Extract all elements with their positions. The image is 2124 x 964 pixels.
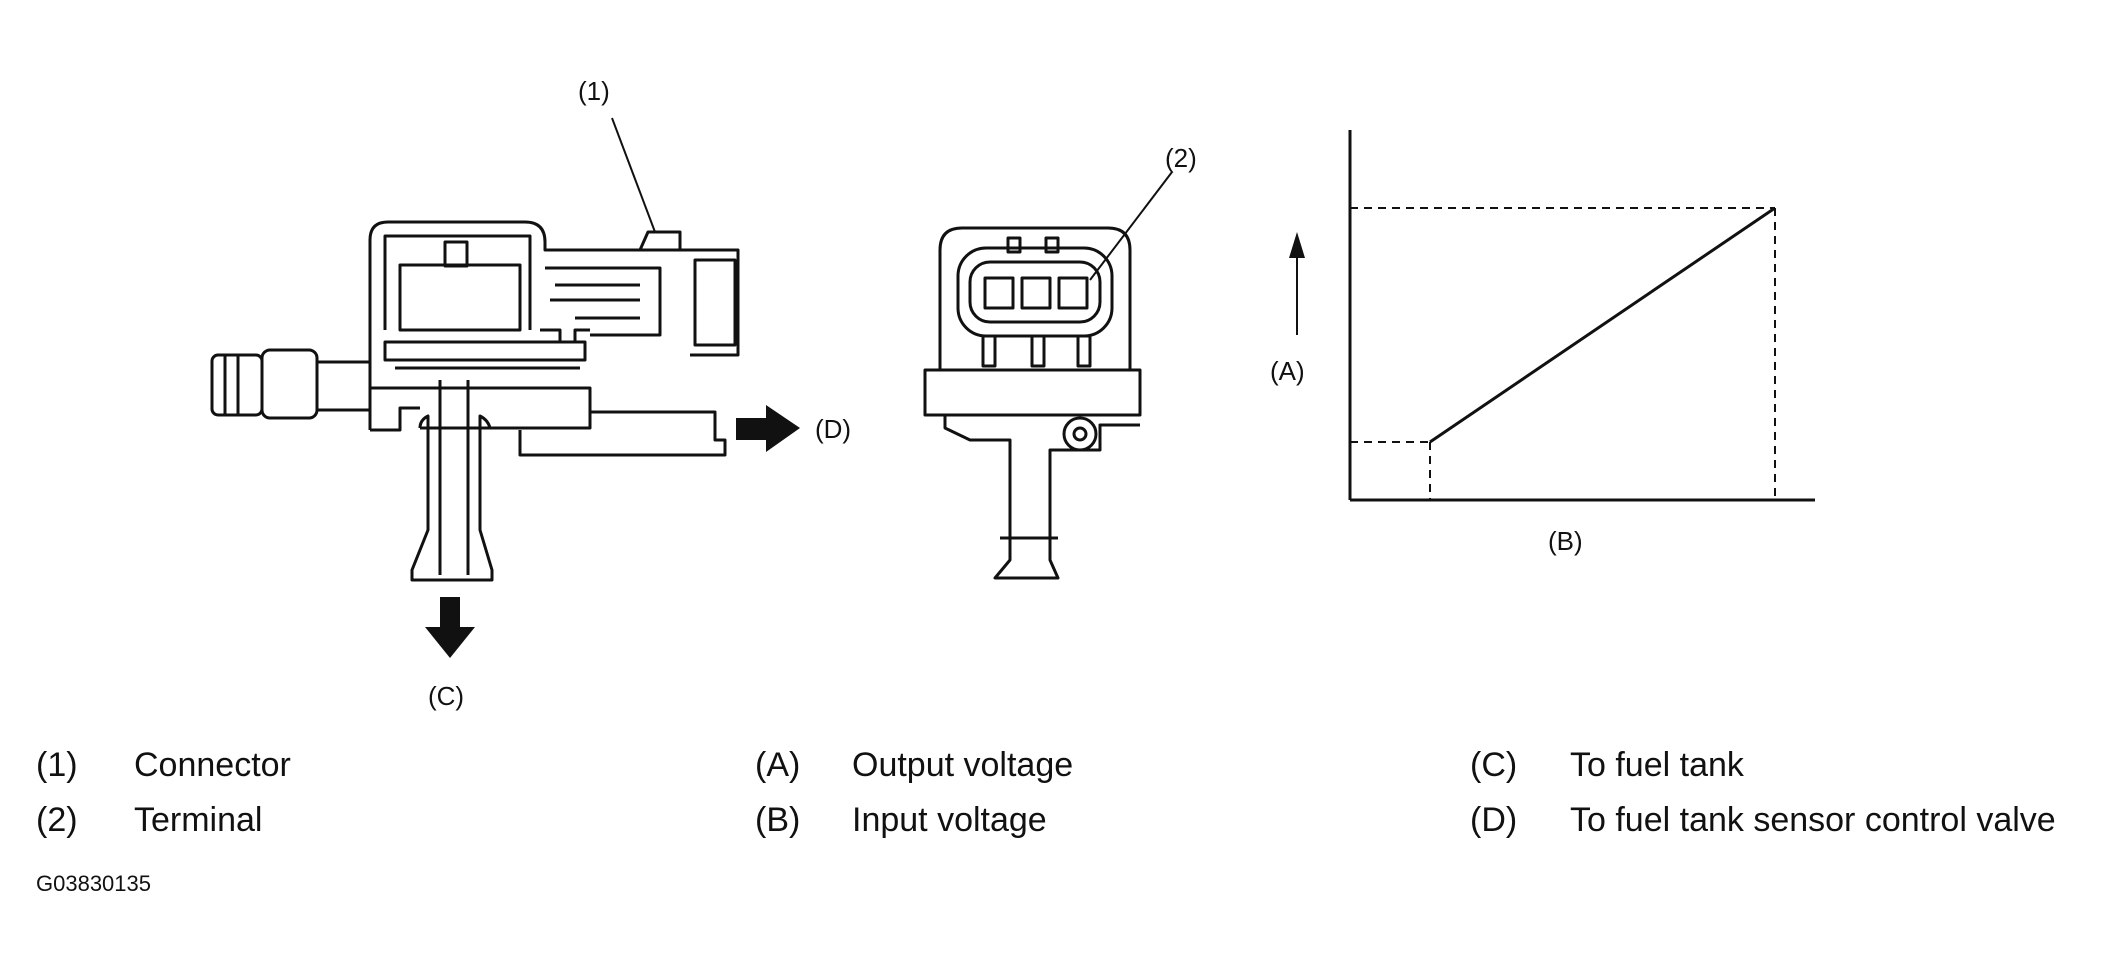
legend: (1) Connector (2) Terminal (A) Output vo… xyxy=(0,745,2124,865)
legend-code: (A) xyxy=(755,746,801,784)
callout-d: (D) xyxy=(815,414,851,444)
legend-code: (2) xyxy=(36,801,78,839)
legend-code: (1) xyxy=(36,746,78,784)
legend-code: (C) xyxy=(1470,746,1518,784)
legend-code: (D) xyxy=(1470,801,1518,839)
legend-text: To fuel tank sensor control valve xyxy=(1570,801,2056,839)
output-characteristic-line xyxy=(1429,206,1776,444)
legend-text: To fuel tank xyxy=(1570,746,1744,784)
axis-label-b: (B) xyxy=(1548,526,1583,556)
legend-text: Connector xyxy=(134,746,291,784)
voltage-graph xyxy=(1289,130,1815,502)
sensor-diagram: (1) (2) (C) (D) (A) (B) xyxy=(210,76,1815,711)
sensor-side-view xyxy=(210,117,800,658)
sensor-front-view xyxy=(923,171,1173,580)
callout-2: (2) xyxy=(1165,143,1197,173)
figure-code: G03830135 xyxy=(36,871,151,896)
callout-1: (1) xyxy=(578,76,610,106)
callout-c: (C) xyxy=(428,681,464,711)
legend-code: (B) xyxy=(755,801,801,839)
legend-text: Input voltage xyxy=(852,801,1047,839)
axis-label-a: (A) xyxy=(1270,356,1305,386)
legend-text: Output voltage xyxy=(852,746,1074,784)
legend-text: Terminal xyxy=(134,801,263,839)
